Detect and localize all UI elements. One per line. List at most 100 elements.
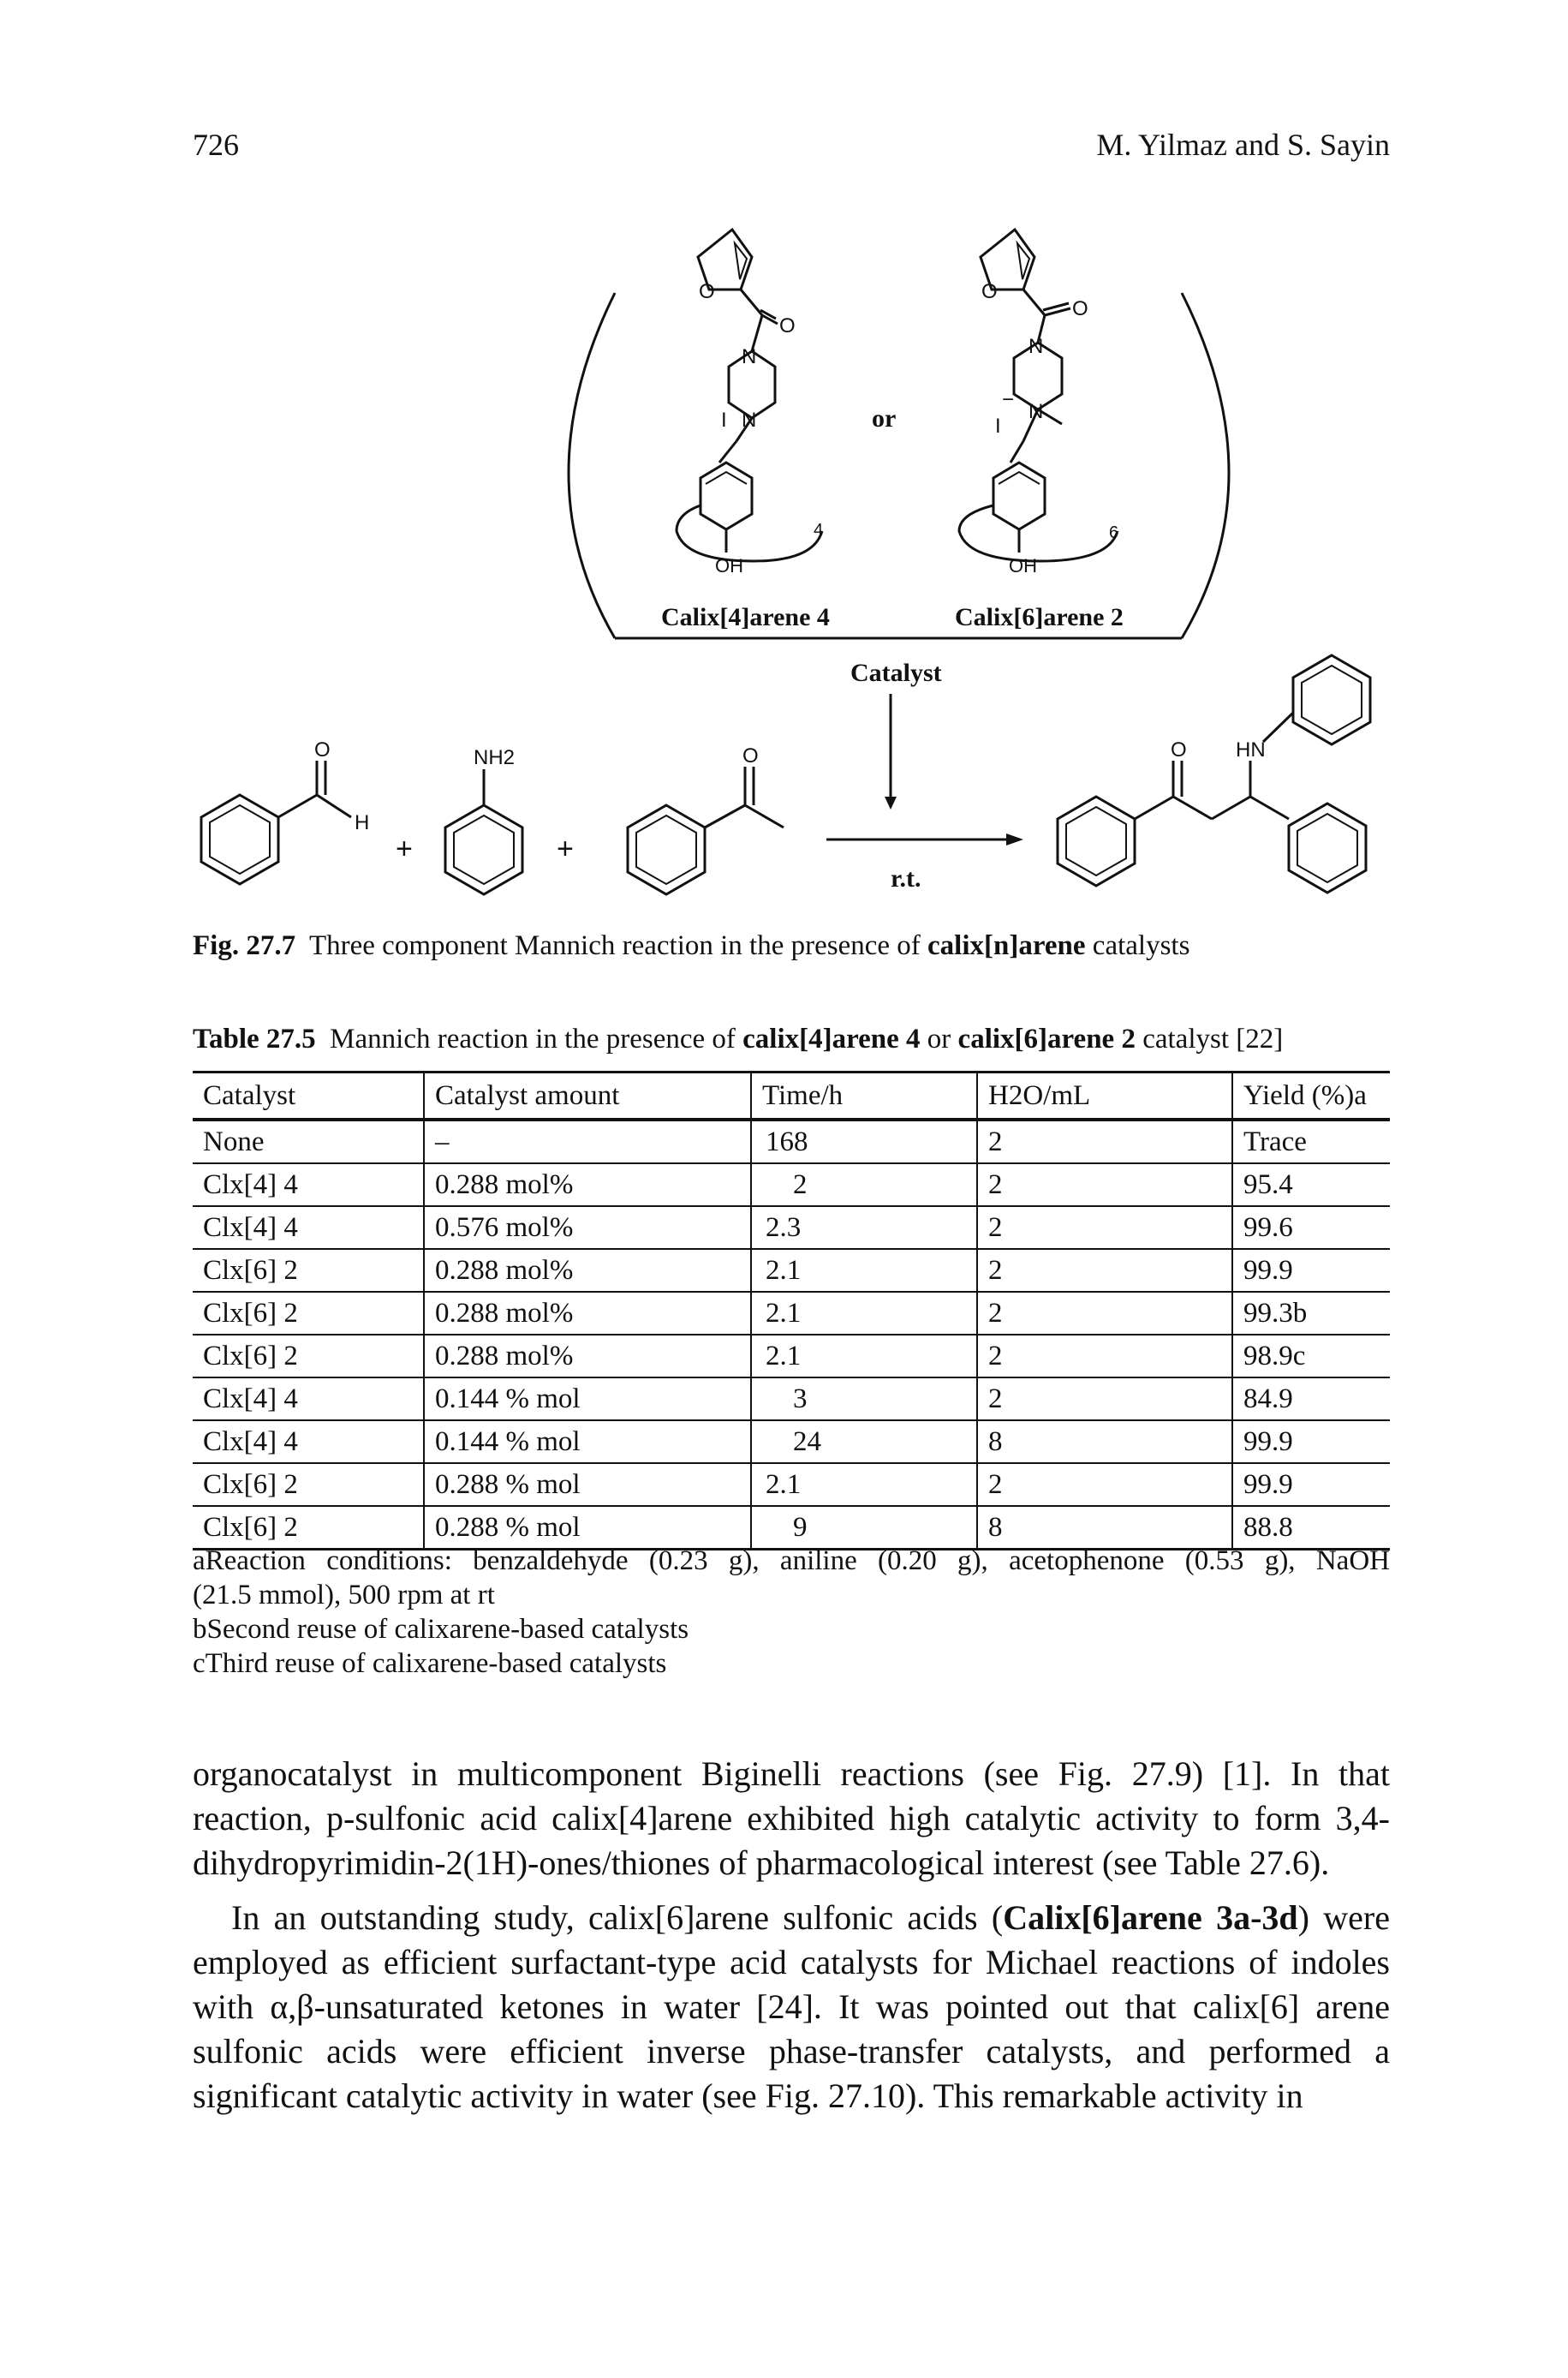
table-cell: 2 (976, 1120, 1232, 1164)
atom-o-label: O (981, 280, 998, 303)
atom-o-label: O (779, 314, 796, 338)
catalyst-label: Catalyst (850, 659, 942, 687)
table-cell: 9 (750, 1506, 977, 1550)
atom-n-label: N (742, 409, 756, 432)
table-cell: Clx[6] 2 (193, 1506, 424, 1550)
atom-n-label: N (1028, 335, 1043, 358)
table-cell: Clx[6] 2 (193, 1335, 424, 1378)
table-cell: 99.6 (1231, 1206, 1390, 1250)
atom-n-label: N (742, 345, 756, 368)
atom-o-label: O (742, 744, 759, 768)
column-header: Yield (%)a (1231, 1071, 1390, 1121)
table-cell: 95.4 (1231, 1163, 1390, 1207)
table-cell: 0.288 mol% (423, 1249, 751, 1293)
furan-ring (979, 227, 1036, 291)
table-cell: 2 (976, 1377, 1232, 1421)
table-cell: Trace (1231, 1120, 1390, 1164)
table-cell: 2.3 (750, 1206, 977, 1250)
column-header: Time/h (750, 1071, 977, 1121)
table-cell: 2 (976, 1206, 1232, 1250)
table-cell: 2.1 (750, 1335, 977, 1378)
table-cell: 88.8 (1231, 1506, 1390, 1550)
catalyst-2-name: Calix[6]arene 2 (955, 603, 1124, 631)
or-label: or (872, 404, 896, 433)
mannich-product-structure: O HN (1056, 654, 1372, 894)
paragraph-text: In an outstanding study, calix[6]arene s… (231, 1898, 1004, 1937)
benzaldehyde-structure: O H (200, 738, 369, 886)
aniline-structure: NH2 (444, 746, 524, 896)
table-cell: Clx[6] 2 (193, 1463, 424, 1507)
left-parenthesis (567, 292, 617, 639)
plus-sign: + (396, 833, 413, 865)
table-cell: 0.288 % mol (423, 1506, 751, 1550)
iodide-label: I (995, 415, 1001, 438)
footnote-a-cont: (21.5 mmol), 500 rpm at rt (193, 1580, 495, 1610)
figure-caption: Fig. 27.7 Three component Mannich reacti… (193, 930, 1392, 962)
table-cell: Clx[4] 4 (193, 1206, 424, 1250)
atom-o-label: O (1171, 738, 1187, 762)
footnote-c: cThird reuse of calixarene-based catalys… (193, 1648, 667, 1679)
catalyst-1-name: Calix[4]arene 4 (661, 603, 830, 631)
table-cell: 0.288 mol% (423, 1335, 751, 1378)
table-cell: Clx[6] 2 (193, 1292, 424, 1335)
table-cell: 2 (976, 1463, 1232, 1507)
table-cell: Clx[4] 4 (193, 1163, 424, 1207)
table-cell: Clx[4] 4 (193, 1377, 424, 1421)
table-cell: 0.288 % mol (423, 1463, 751, 1507)
amine-hn-label: HN (1236, 738, 1266, 762)
table-caption-text: Mannich reaction in the presence of (330, 1024, 743, 1055)
table-cell: 0.288 mol% (423, 1292, 751, 1335)
atom-o-label: O (1072, 297, 1088, 320)
paragraph-text: ) were employed as efficient surfactant-… (193, 1898, 1390, 2115)
running-authors: M. Yilmaz and S. Sayin (1096, 128, 1390, 162)
amine-label: NH2 (474, 746, 515, 769)
atom-o-label: O (699, 280, 715, 303)
table-cell: 0.144 % mol (423, 1420, 751, 1464)
table-cell: 84.9 (1231, 1377, 1390, 1421)
table-cell: 99.9 (1231, 1420, 1390, 1464)
table-cell: 2.1 (750, 1463, 977, 1507)
plus-sign: + (557, 833, 574, 865)
atom-h-label: H (355, 811, 369, 834)
column-header: Catalyst (193, 1071, 424, 1121)
calix4arene-structure: O O N N I OH 4 (675, 227, 824, 577)
figure-caption-bold: calix[n]arene (927, 930, 1086, 961)
table-cell: Clx[6] 2 (193, 1249, 424, 1293)
table-cell: 98.9c (1231, 1335, 1390, 1378)
atom-n-label: N (1028, 400, 1043, 423)
paragraph-bold: Calix[6]arene 3a-3d (1003, 1898, 1298, 1937)
table-cell: 8 (976, 1506, 1232, 1550)
table-cell: 2.1 (750, 1292, 977, 1335)
column-header: H2O/mL (976, 1071, 1232, 1121)
table-cell: 24 (750, 1420, 977, 1464)
repeat-n6-label: 6 (1109, 523, 1118, 542)
table-footnotes: aReaction conditions: benzaldehyde (0.23… (193, 1544, 1390, 1681)
right-parenthesis (1180, 292, 1231, 639)
table-cell: 0.144 % mol (423, 1377, 751, 1421)
table-cell: 99.9 (1231, 1463, 1390, 1507)
table-cell: 2 (750, 1163, 977, 1207)
table-cell: None (193, 1120, 424, 1164)
table-label: Table 27.5 (193, 1024, 316, 1055)
table-cell: 168 (750, 1120, 977, 1164)
figure-label: Fig. 27.7 (193, 930, 296, 961)
table-cell: 2 (976, 1163, 1232, 1207)
results-table: Catalyst Catalyst amount Time/h H2O/mL Y… (193, 1071, 1390, 1550)
atom-oh-label: OH (1009, 555, 1037, 577)
column-header: Catalyst amount (423, 1071, 751, 1121)
page-number: 726 (193, 128, 239, 162)
atom-o-label: O (314, 738, 331, 762)
repeat-n4-label: 4 (814, 521, 823, 540)
table-caption-text: catalyst [22] (1135, 1024, 1284, 1055)
acetophenone-structure: O (626, 744, 784, 896)
table-cell: 0.288 mol% (423, 1163, 751, 1207)
